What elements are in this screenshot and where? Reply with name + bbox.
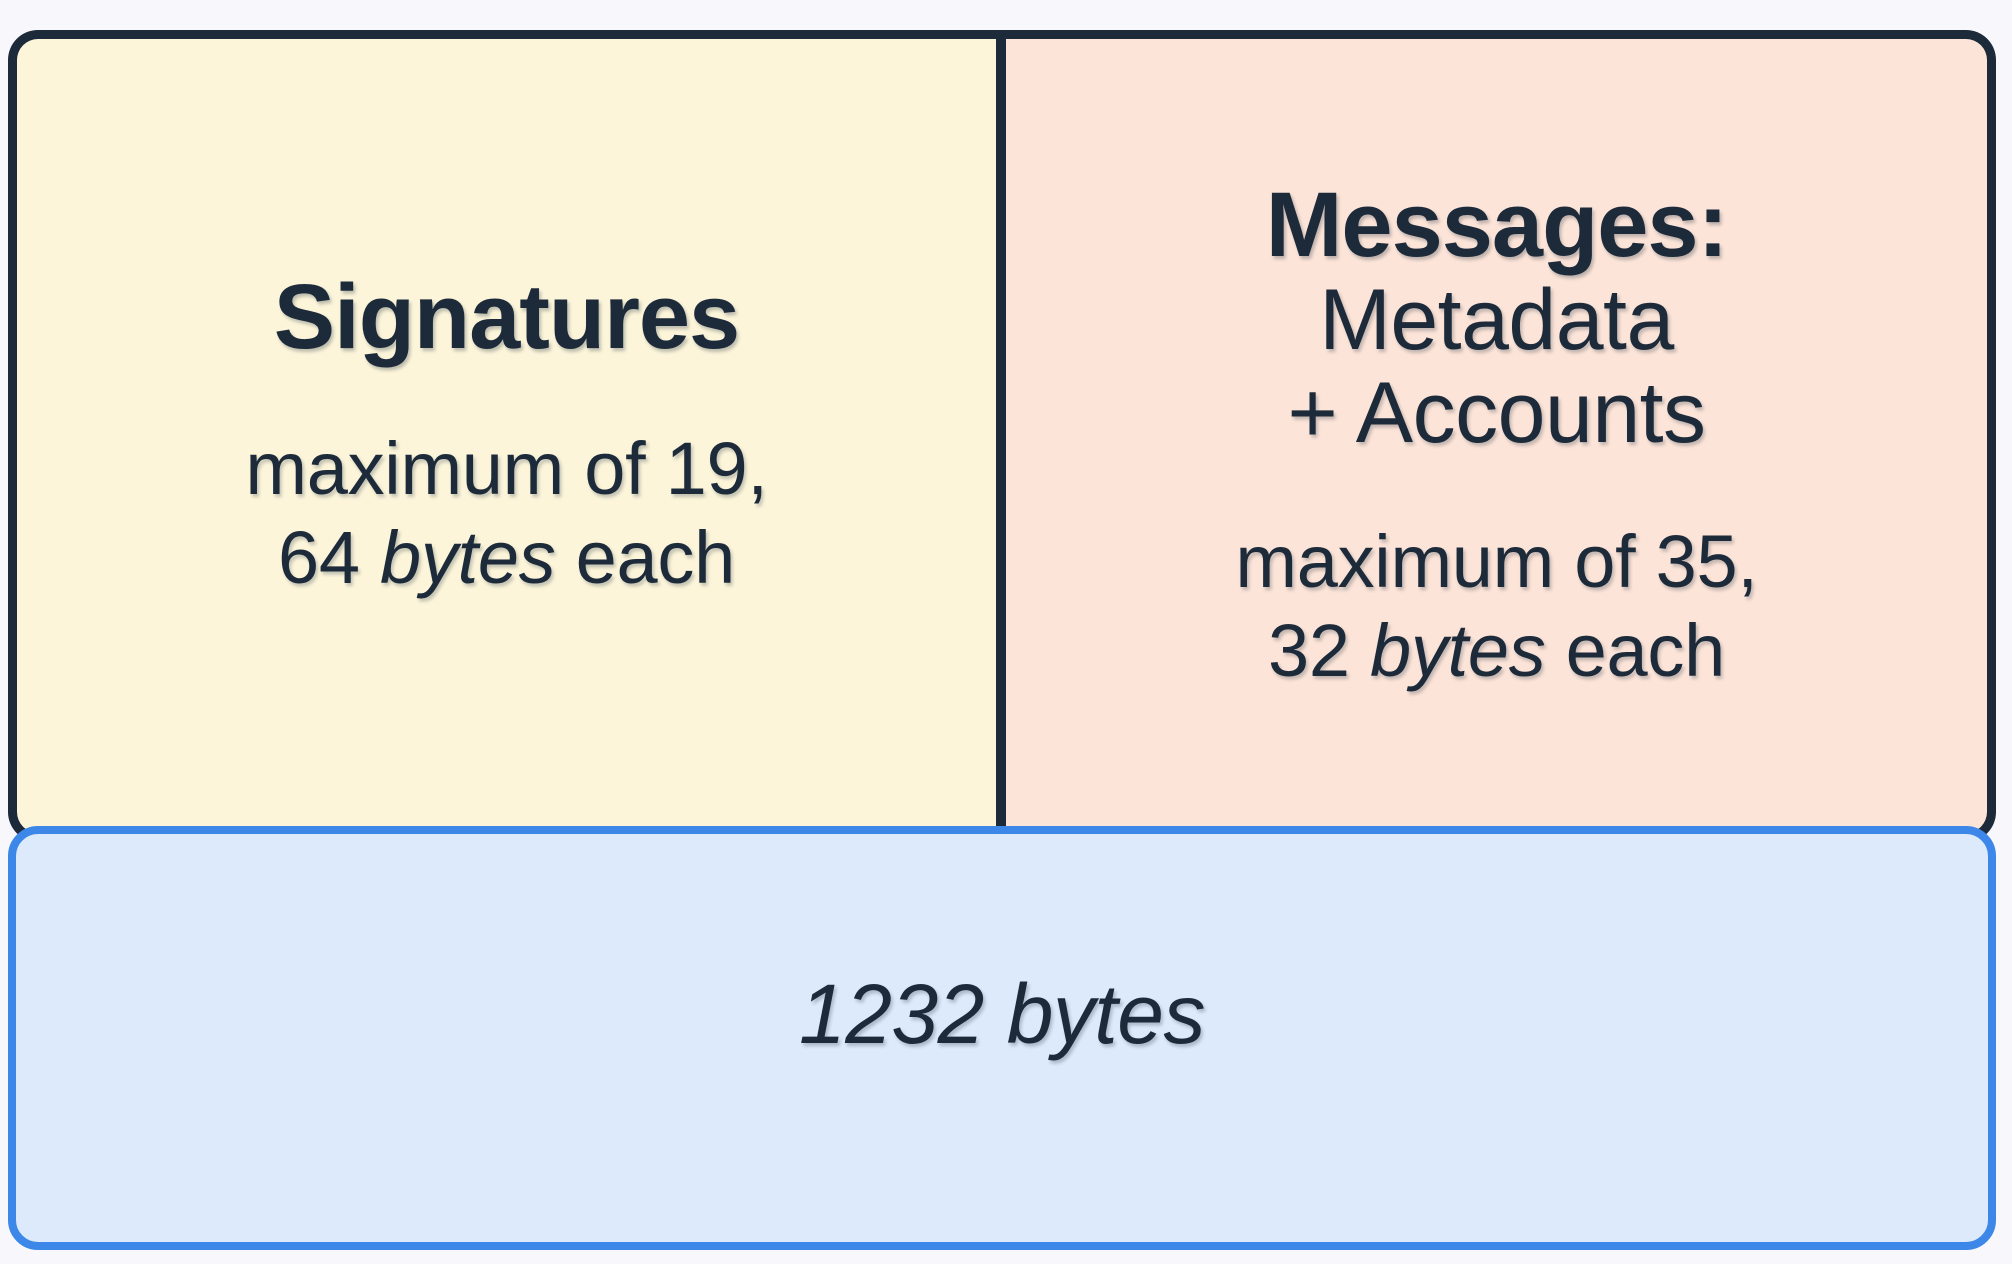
signatures-max-count: maximum of 19, xyxy=(245,426,768,510)
signatures-detail-line-2: 64 bytes each xyxy=(278,514,735,603)
total-size-label: 1232 bytes xyxy=(799,966,1205,1061)
signatures-byte-size: 64 xyxy=(278,515,381,599)
messages-byte-unit: bytes xyxy=(1370,608,1546,692)
messages-title: Messages: xyxy=(1265,173,1728,276)
messages-byte-suffix: each xyxy=(1545,608,1726,692)
messages-byte-size: 32 xyxy=(1268,608,1371,692)
total-size-bar: 1232 bytes xyxy=(8,826,1996,1250)
messages-subtitle-line-1: Metadata xyxy=(1319,272,1674,369)
signatures-title: Signatures xyxy=(273,266,740,369)
messages-subtitle-line-2: + Accounts xyxy=(1287,364,1706,461)
signatures-detail-line-1: maximum of 19, xyxy=(245,425,767,514)
top-row-container: Signatures maximum of 19, 64 bytes each … xyxy=(8,30,1996,842)
messages-max-count: maximum of 35, xyxy=(1235,519,1758,603)
signatures-byte-suffix: each xyxy=(555,515,736,599)
messages-detail-line-1: maximum of 35, xyxy=(1235,518,1757,607)
signatures-byte-unit: bytes xyxy=(380,515,556,599)
messages-detail-line-2: 32 bytes each xyxy=(1268,607,1725,696)
signatures-panel: Signatures maximum of 19, 64 bytes each xyxy=(8,30,1001,842)
messages-panel: Messages: Metadata + Accounts maximum of… xyxy=(1001,30,1996,842)
